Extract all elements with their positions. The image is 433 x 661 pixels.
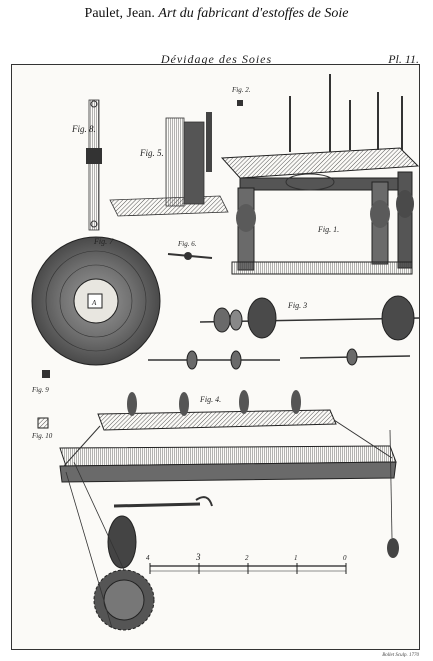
fig6-label: Fig. 6. [177, 240, 197, 248]
bobbins [127, 390, 301, 416]
fig3-spindles: Fig. 3 [148, 295, 421, 370]
fig1-reeling-frame: Fig. 1. [220, 74, 420, 275]
engraver-signature: Bollet Sculp. 1770 [382, 653, 419, 658]
scale-num-2: 2 [245, 554, 249, 562]
scale-num-0: 0 [343, 554, 347, 562]
fig6-spindle: Fig. 6. [167, 240, 213, 260]
fig5-label: Fig. 5. [139, 148, 164, 158]
plate-number: Pl. 11. [388, 52, 419, 66]
scale-num-3: 3 [195, 552, 201, 562]
scale-bar: 4 3 2 1 0 [146, 552, 347, 574]
fig10-label: Fig. 10 [31, 432, 53, 440]
author-name: Paulet, Jean. [84, 6, 155, 21]
fig1-label: Fig. 1. [317, 225, 339, 234]
fig3-label: Fig. 3 [287, 301, 307, 310]
fig2-part: Fig. 2. [231, 86, 251, 106]
plate-title: Dévidage des Soies [160, 52, 273, 66]
fig4-reeling-table: Fig. 4. [59, 390, 399, 558]
book-caption: Paulet, Jean. Art du fabricant d'estoffe… [0, 6, 433, 22]
book-title: Art du fabricant d'estoffes de Soie [158, 6, 349, 21]
fig7-label: Fig. 7 [93, 237, 114, 246]
fig5-frame: Fig. 5. [109, 112, 229, 217]
disc-letter: A [91, 299, 97, 307]
fig9-label: Fig. 9 [31, 386, 49, 394]
fig4-label: Fig. 4. [199, 395, 221, 404]
fig7-disc: A Fig. 7 [31, 236, 161, 366]
scale-num-4: 4 [146, 554, 150, 562]
fig8-spindle: Fig. 8. [71, 99, 102, 231]
fig9-part: Fig. 9 [31, 370, 50, 394]
fig10-part: Fig. 10 [31, 417, 53, 440]
fig8-label: Fig. 8. [71, 124, 96, 134]
scale-num-1: 1 [294, 554, 298, 562]
gear-mechanism [65, 461, 213, 631]
fig2-label: Fig. 2. [231, 86, 251, 94]
